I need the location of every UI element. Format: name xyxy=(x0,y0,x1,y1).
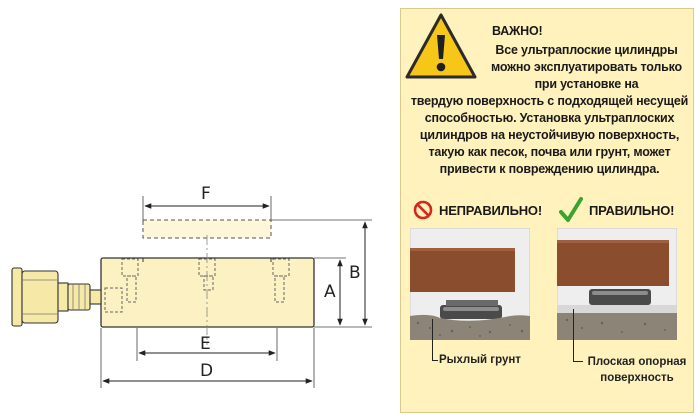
right-caption: Плоская опорная поверхность xyxy=(587,356,687,384)
warning-title: ВАЖНО! xyxy=(492,24,543,38)
checkmark-icon xyxy=(559,197,583,222)
wrong-installation-illustration xyxy=(410,228,530,340)
right-verdict: ПРАВИЛЬНО! xyxy=(559,196,674,224)
warning-text-part-2: твердую поверхность с подходящей несущей… xyxy=(410,94,689,176)
dim-label-f: F xyxy=(201,184,211,204)
dim-label-d: D xyxy=(200,361,213,381)
dim-label-a: A xyxy=(324,282,336,302)
wrong-label: НЕПРАВИЛЬНО! xyxy=(439,202,542,218)
warning-text-part-1: Все ультраплоские цилиндры можно эксплуа… xyxy=(491,43,682,91)
wrong-caption-leader xyxy=(432,319,433,361)
dim-label-b: B xyxy=(349,263,361,283)
wrong-verdict: НЕПРАВИЛЬНО! xyxy=(413,196,542,224)
right-installation-illustration xyxy=(557,228,677,340)
warning-triangle-icon xyxy=(405,13,477,79)
warning-panel: ВАЖНО! Все ультраплоские цилиндры можно … xyxy=(400,8,694,413)
cylinder-technical-drawing: F E D A B xyxy=(11,184,372,388)
hydraulic-coupler xyxy=(11,267,102,327)
right-caption-leader xyxy=(573,309,574,362)
right-label: ПРАВИЛЬНО! xyxy=(589,202,675,218)
wrong-caption: Рыхлый грунт xyxy=(439,354,521,366)
dim-label-e: E xyxy=(200,334,211,354)
prohibited-icon xyxy=(413,200,433,220)
cylinder-body xyxy=(100,257,315,328)
